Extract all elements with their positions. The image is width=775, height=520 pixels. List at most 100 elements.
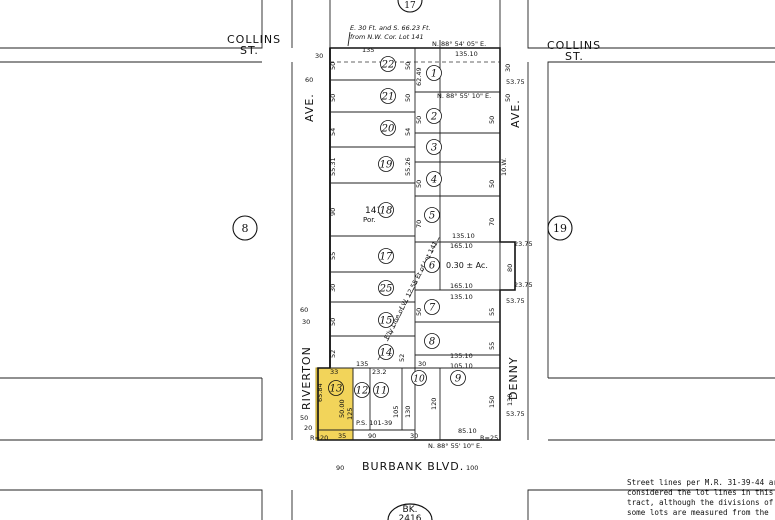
lot-25[interactable]: 25 (378, 280, 394, 296)
svg-text:22: 22 (381, 60, 395, 71)
map-ref-left-label: 8 (242, 222, 249, 235)
svg-text:80: 80 (506, 264, 514, 272)
street-lines-note: Street lines per M.R. 31-39-44 are consi… (627, 478, 775, 518)
svg-text:6: 6 (429, 261, 436, 272)
svg-text:85.10: 85.10 (458, 427, 477, 435)
lot-15[interactable]: 15 (378, 312, 394, 328)
lot-21[interactable]: 21 (380, 88, 396, 104)
map-ref-top-label: 17 (404, 1, 416, 11)
lot-17[interactable]: 17 (378, 248, 394, 264)
svg-text:50: 50 (415, 180, 423, 188)
svg-text:13: 13 (330, 384, 343, 395)
svg-text:55: 55 (488, 308, 496, 316)
street-denny: DENNY (507, 356, 520, 400)
dimension-labels: 135 135.10 30 60 53.75 135.10 165.10 23.… (300, 46, 533, 472)
svg-text:70: 70 (488, 218, 496, 226)
svg-text:135.10: 135.10 (455, 50, 478, 58)
svg-text:53.75: 53.75 (506, 78, 525, 86)
lot-12[interactable]: 12 (354, 382, 370, 398)
svg-text:50: 50 (488, 180, 496, 188)
lot-10[interactable]: 10 (411, 370, 427, 386)
street-ave-right: AVE. (509, 99, 522, 128)
lot-7[interactable]: 7 (424, 299, 440, 315)
svg-text:25: 25 (379, 284, 393, 295)
lot-18[interactable]: 18 (378, 202, 394, 218)
lots-right: 1 2 3 4 5 6 7 8 9 10 (411, 65, 466, 386)
lot-13[interactable]: 13 (328, 380, 344, 396)
svg-text:23.75: 23.75 (514, 281, 533, 289)
lot-13-highlight[interactable] (315, 367, 354, 441)
lot-20[interactable]: 20 (380, 120, 396, 136)
lot-19[interactable]: 19 (378, 156, 394, 172)
svg-text:20: 20 (381, 124, 395, 135)
svg-text:35: 35 (338, 432, 346, 440)
svg-text:53.75: 53.75 (506, 410, 525, 418)
lot-22[interactable]: 22 (380, 56, 396, 72)
lot-11[interactable]: 11 (373, 382, 389, 398)
svg-text:120: 120 (430, 398, 438, 410)
note-line-3: tract, although the divisions of (627, 498, 774, 507)
svg-text:90: 90 (336, 464, 344, 472)
svg-text:50: 50 (329, 94, 337, 102)
note-line-2: considered the lot lines in this (627, 488, 774, 497)
svg-text:90: 90 (329, 208, 337, 216)
svg-text:135: 135 (362, 46, 374, 54)
svg-text:5: 5 (429, 211, 435, 222)
svg-text:30: 30 (302, 318, 310, 326)
svg-text:30: 30 (504, 64, 512, 72)
svg-text:50: 50 (300, 414, 308, 422)
lot-14[interactable]: 14 (378, 344, 394, 360)
svg-text:50: 50 (329, 62, 337, 70)
svg-text:50: 50 (404, 94, 412, 102)
svg-text:62.49: 62.49 (415, 67, 423, 86)
svg-text:125: 125 (346, 408, 354, 420)
lot-4[interactable]: 4 (426, 171, 442, 187)
street-collins-left-st: ST. (240, 44, 259, 57)
svg-text:21: 21 (381, 92, 395, 103)
map-ref-bottom: BK. (387, 503, 433, 520)
svg-text:30: 30 (410, 432, 418, 440)
svg-text:7: 7 (429, 303, 436, 314)
vertical-dimension-labels: 50 50 54 55.31 90 55 30 50 52 50 50 54 5… (316, 62, 514, 420)
bearing-bottom: N. 88° 55' 10" E. (428, 442, 482, 450)
lot-3[interactable]: 3 (426, 139, 442, 155)
map-ref-top: 17 (397, 0, 423, 13)
svg-text:30: 30 (329, 284, 337, 292)
svg-text:4: 4 (430, 175, 437, 186)
note-line-4: some lots are measured from the (627, 508, 769, 517)
lot-5[interactable]: 5 (424, 207, 440, 223)
svg-text:50.00: 50.00 (338, 399, 346, 418)
lot-9[interactable]: 9 (450, 370, 466, 386)
map-ref-bottom-num: 2416 (399, 514, 422, 520)
svg-text:100: 100 (466, 464, 478, 472)
svg-text:55.31: 55.31 (329, 157, 337, 176)
svg-text:23.75: 23.75 (514, 240, 533, 248)
svg-text:8: 8 (429, 337, 435, 348)
svg-text:135.10: 135.10 (452, 232, 475, 240)
top-note-line2: from N.W. Cor. Lot 141 (350, 33, 424, 41)
svg-text:60: 60 (300, 306, 308, 314)
svg-text:14: 14 (380, 348, 393, 359)
svg-text:20: 20 (304, 424, 312, 432)
svg-text:54: 54 (329, 128, 337, 136)
svg-text:105.10: 105.10 (450, 362, 473, 370)
svg-text:50: 50 (329, 318, 337, 326)
svg-text:165.10: 165.10 (450, 242, 473, 250)
svg-text:165.10: 165.10 (450, 282, 473, 290)
diagonal-line (377, 235, 441, 361)
svg-text:50: 50 (404, 62, 412, 70)
lot-8[interactable]: 8 (424, 333, 440, 349)
svg-text:17: 17 (380, 252, 393, 263)
svg-text:3: 3 (431, 143, 437, 154)
svg-text:52: 52 (329, 350, 337, 358)
svg-text:19: 19 (380, 160, 393, 171)
street-collins-left: COLLINS (227, 33, 281, 46)
lot-1[interactable]: 1 (426, 65, 442, 81)
bearing-top: N. 88° 54' 05" E. (432, 40, 486, 48)
map-ref-bottom-label: BK. (403, 505, 418, 515)
lot-6[interactable]: 6 (424, 257, 440, 273)
svg-text:30: 30 (418, 360, 426, 368)
map-ref-left: 8 (232, 215, 258, 241)
lot-2[interactable]: 2 (426, 108, 442, 124)
